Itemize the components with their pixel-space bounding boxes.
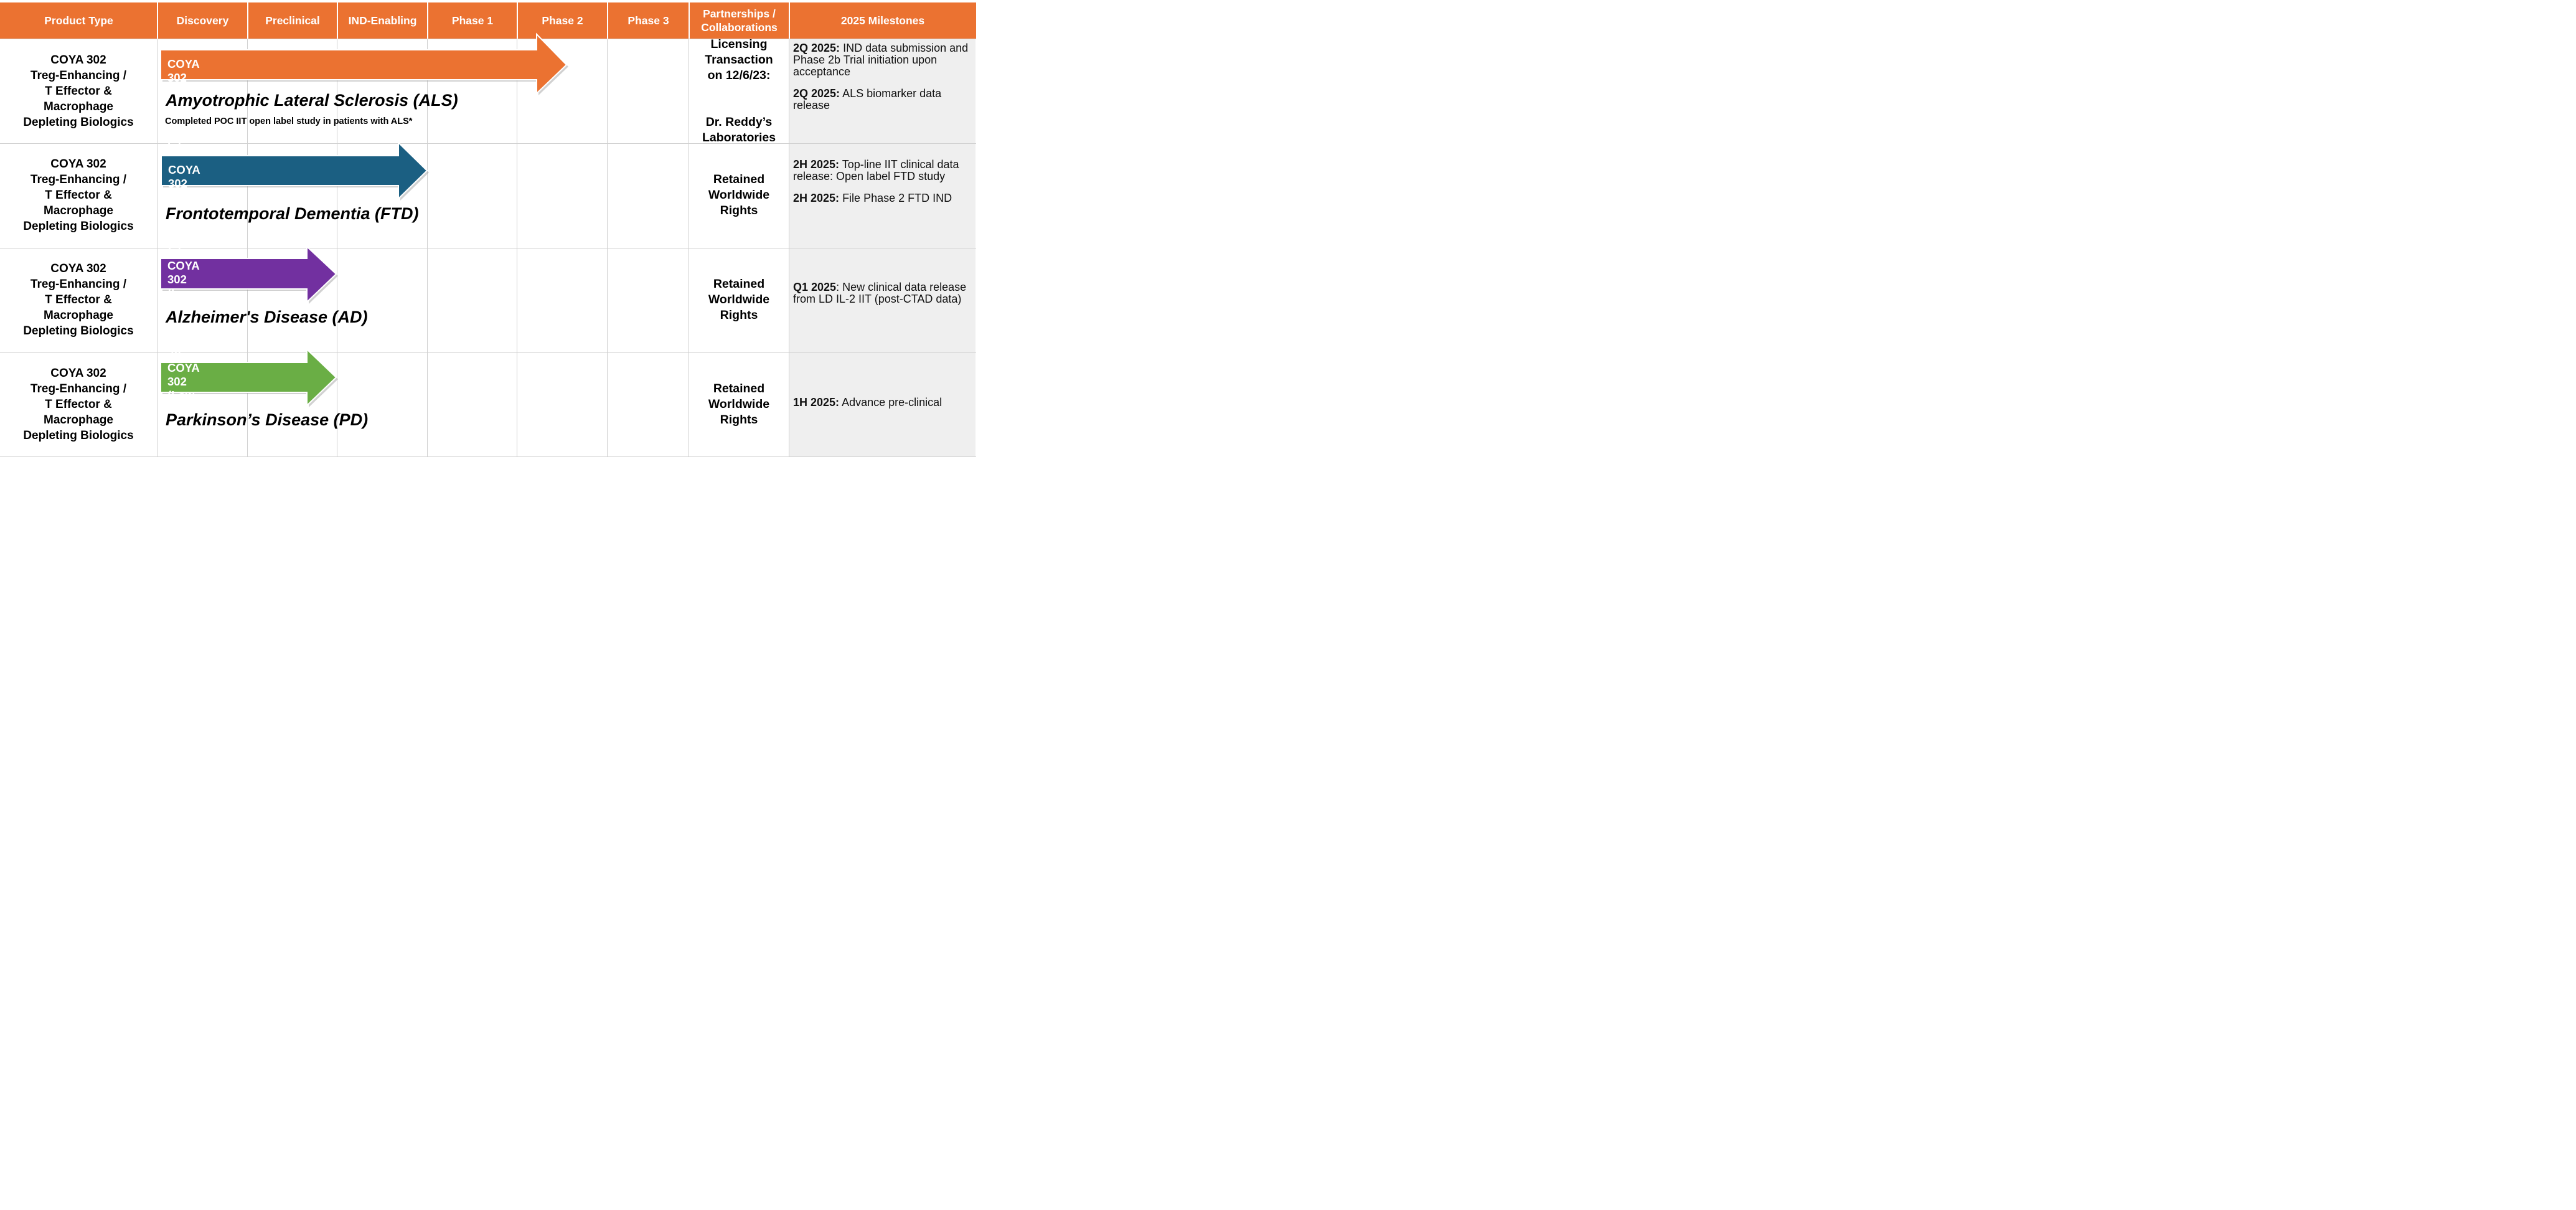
header-partnerships: Partnerships /Collaborations: [689, 2, 789, 39]
milestone-item: 2Q 2025: IND data submission and Phase 2…: [793, 42, 972, 78]
header-separator: [517, 2, 518, 39]
header-phase-1: Phase 1: [428, 2, 517, 39]
row-divider: [0, 456, 976, 457]
header-preclinical: Preclinical: [248, 2, 337, 39]
milestones-cell: 1H 2025: Advance pre-clinical: [793, 397, 972, 418]
milestone-text: Advance pre-clinical: [839, 396, 942, 409]
milestone-text: IND data submission and Phase 2b Trial i…: [793, 42, 969, 78]
milestone-item: 2Q 2025: ALS biomarker data release: [793, 88, 972, 111]
indication-title: Alzheimer's Disease (AD): [166, 308, 368, 326]
arrow-label: COYA 302 (Low Dose IL-2 + CTLA4-Ig): [167, 57, 209, 153]
milestone-text: Top-line IIT clinical data release: Open…: [793, 158, 959, 182]
milestone-item: Q1 2025: New clinical data release from …: [793, 281, 972, 305]
header-product-type: Product Type: [0, 2, 157, 39]
header-separator: [247, 2, 248, 39]
arrow-shape: [160, 32, 568, 95]
arrow-shape: [160, 245, 338, 304]
indication-title: Frontotemporal Dementia (FTD): [166, 204, 419, 223]
milestone-text: File Phase 2 FTD IND: [839, 192, 952, 204]
milestones-cell: Q1 2025: New clinical data release from …: [793, 281, 972, 315]
milestone-date: 2H 2025:: [793, 192, 840, 204]
arrow-body: [160, 32, 568, 95]
header-phase-2: Phase 2: [517, 2, 608, 39]
milestone-date: Q1 2025: [793, 281, 837, 293]
milestone-date: 1H 2025:: [793, 396, 840, 409]
header-separator: [607, 2, 608, 39]
header-milestones: 2025 Milestones: [789, 2, 976, 39]
milestone-date: 2Q 2025:: [793, 87, 840, 100]
arrow-body: [160, 347, 337, 407]
header-separator: [789, 2, 790, 39]
row-divider: [0, 352, 976, 353]
column-divider: [607, 2, 608, 456]
row-divider: [0, 143, 976, 144]
arrow-label: COYA 302 (Low Dose IL-2 + CTLA4-Ig): [168, 163, 209, 258]
arrow-body: [160, 245, 337, 304]
milestone-item: 2H 2025: File Phase 2 FTD IND: [793, 192, 972, 204]
milestone-text: ALS biomarker data release: [793, 87, 942, 111]
milestones-cell: 2H 2025: Top-line IIT clinical data rele…: [793, 159, 972, 214]
header-discovery: Discovery: [157, 2, 248, 39]
column-divider: [247, 2, 248, 456]
arrow-body: [161, 141, 428, 201]
milestone-item: 2H 2025: Top-line IIT clinical data rele…: [793, 159, 972, 182]
study-footnote: Completed POC IIT open label study in pa…: [165, 116, 413, 126]
milestones-cell: 2Q 2025: IND data submission and Phase 2…: [793, 42, 972, 121]
header-separator: [157, 2, 158, 39]
indication-title: Amyotrophic Lateral Sclerosis (ALS): [166, 91, 458, 110]
milestone-date: 2Q 2025:: [793, 42, 840, 54]
arrow-shape: [161, 141, 429, 201]
header-ind-enabling: IND-Enabling: [337, 2, 428, 39]
milestone-date: 2H 2025:: [793, 158, 840, 171]
header-phase-3: Phase 3: [608, 2, 689, 39]
arrow-shape: [160, 347, 338, 407]
header-separator: [689, 2, 690, 39]
milestone-item: 1H 2025: Advance pre-clinical: [793, 397, 972, 409]
header-separator: [337, 2, 338, 39]
milestone-text: : New clinical data release from LD IL-2…: [793, 281, 967, 305]
column-divider: [427, 2, 428, 456]
indication-title: Parkinson’s Disease (PD): [166, 410, 369, 429]
header-separator: [427, 2, 428, 39]
